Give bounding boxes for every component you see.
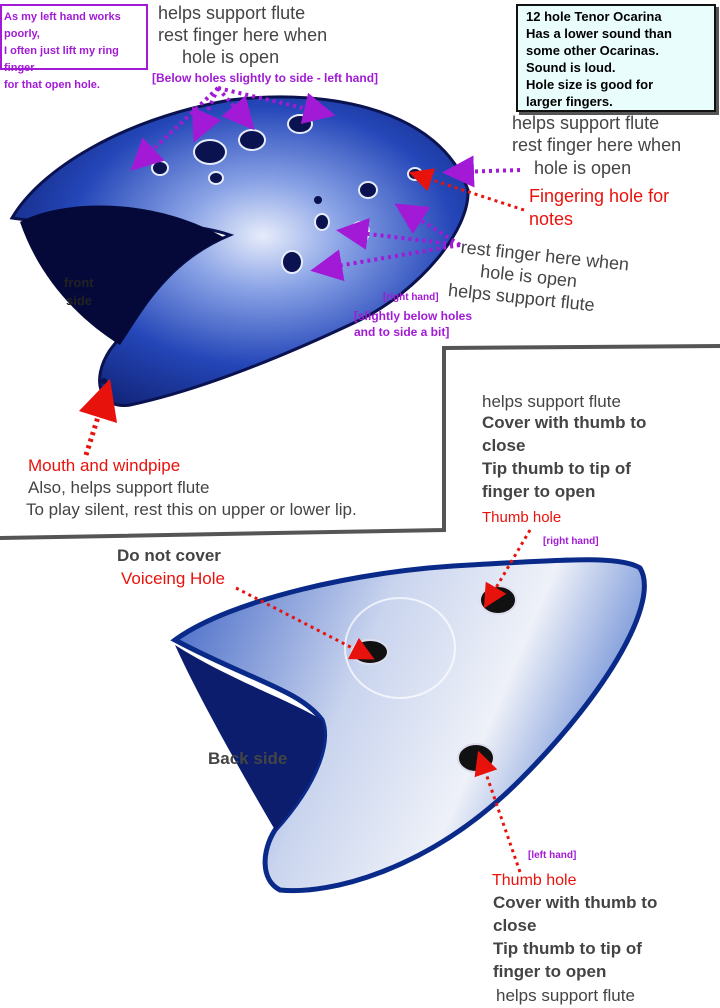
info-line: some other Ocarinas. bbox=[526, 43, 659, 58]
info-line: larger fingers. bbox=[526, 94, 613, 109]
voicing-bold: Do not cover bbox=[117, 546, 221, 565]
thumb-upper-line: finger to open bbox=[482, 482, 596, 501]
info-line: Hole size is good for bbox=[526, 77, 654, 92]
red-arrows bbox=[78, 168, 532, 873]
note-line: I often just lift my ring finger bbox=[4, 45, 119, 74]
divider-line bbox=[0, 344, 720, 540]
fingering-hole-line: notes bbox=[529, 209, 574, 229]
top-support-line: rest finger here when bbox=[158, 25, 328, 45]
top-support-line: hole is open bbox=[182, 47, 280, 67]
right-support-line: rest finger here when bbox=[512, 135, 682, 155]
info-box: 12 hole Tenor Ocarina Has a lower sound … bbox=[516, 4, 716, 112]
thumb-upper-support: helps support flute bbox=[482, 392, 621, 411]
thumb-lower-support: helps support flute bbox=[496, 986, 635, 1005]
top-support-line: helps support flute bbox=[158, 3, 306, 23]
back-label: Back side bbox=[208, 749, 288, 768]
voicing-red: Voiceing Hole bbox=[121, 569, 225, 588]
thumb-upper-hand: [right hand] bbox=[543, 536, 599, 547]
thumb-upper-line: Tip thumb to tip of bbox=[482, 459, 631, 478]
info-line: Sound is loud. bbox=[526, 60, 616, 75]
left-hand-note: [Below holes slightly to side - left han… bbox=[152, 71, 379, 85]
right-hand-note-line: [slightly below holes bbox=[354, 309, 473, 323]
mouth-line: Also, helps support flute bbox=[28, 478, 210, 497]
front-label-line: side bbox=[66, 293, 93, 308]
front-ocarina bbox=[9, 95, 470, 407]
thumb-lower-title: Thumb hole bbox=[492, 872, 577, 889]
fingering-hole-line: Fingering hole for bbox=[529, 186, 670, 206]
right-hand-note-line: and to side a bit] bbox=[354, 325, 450, 339]
info-line: Has a lower sound than bbox=[526, 26, 672, 41]
right-support-line: hole is open bbox=[534, 158, 632, 178]
info-line: 12 hole Tenor Ocarina bbox=[526, 9, 662, 24]
right-hand-tag: [right hand] bbox=[383, 292, 439, 303]
thumb-lower-line: finger to open bbox=[493, 962, 607, 981]
thumb-upper-line: Cover with thumb to bbox=[482, 413, 647, 432]
right-support-line: helps support flute bbox=[512, 113, 660, 133]
note-line: for that open hole. bbox=[4, 79, 100, 91]
thumb-lower-hand: [left hand] bbox=[528, 850, 577, 861]
thumb-lower-line: close bbox=[493, 916, 537, 935]
front-label-line: front bbox=[64, 275, 94, 290]
thumb-lower-line: Cover with thumb to bbox=[493, 893, 658, 912]
mouth-title: Mouth and windpipe bbox=[28, 456, 181, 475]
back-ocarina bbox=[170, 557, 647, 894]
thumb-lower-line: Tip thumb to tip of bbox=[493, 939, 642, 958]
note-line: As my left hand works poorly, bbox=[4, 11, 121, 40]
purple-arrows bbox=[130, 86, 521, 282]
thumb-upper-title: Thumb hole bbox=[482, 509, 562, 526]
mouth-line: To play silent, rest this on upper or lo… bbox=[26, 500, 357, 519]
note-box: As my left hand works poorly, I often ju… bbox=[0, 4, 148, 91]
thumb-upper-line: close bbox=[482, 436, 526, 455]
